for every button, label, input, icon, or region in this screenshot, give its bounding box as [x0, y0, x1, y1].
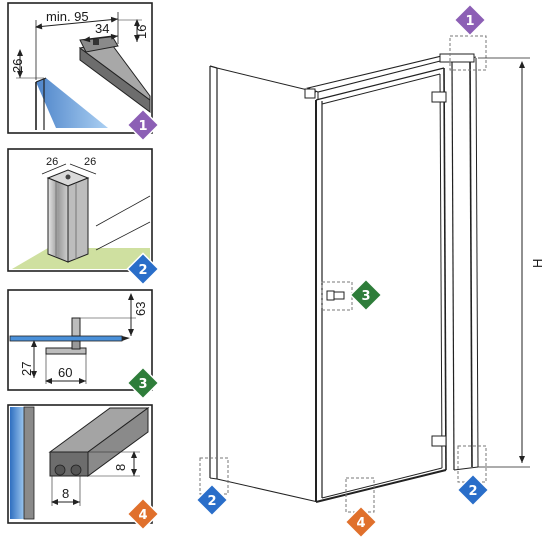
main-enclosure-drawing — [209, 53, 479, 503]
seal-profile-drawing — [48, 407, 150, 477]
height-label: H — [530, 259, 545, 268]
main-badge-1: 1 — [453, 3, 487, 37]
dim-16: 16 — [134, 25, 149, 39]
svg-text:4: 4 — [138, 508, 147, 523]
svg-text:3: 3 — [361, 289, 370, 304]
svg-text:2: 2 — [138, 263, 147, 278]
svg-text:1: 1 — [465, 14, 474, 29]
badge-3: 3 — [126, 366, 160, 400]
dim-min-95: min. 95 — [46, 9, 89, 24]
floor-plane — [12, 248, 150, 269]
svg-text:3: 3 — [138, 377, 147, 392]
main-badge-2-right: 2 — [456, 473, 490, 507]
detail-1-panel: min. 95 34 16 26 1 — [7, 2, 160, 142]
svg-text:2: 2 — [468, 484, 477, 499]
svg-text:2: 2 — [207, 494, 216, 509]
dim-34: 34 — [95, 21, 109, 36]
corner-profile-drawing — [46, 169, 90, 263]
stabilizer-bar-drawing — [78, 35, 151, 113]
callout-1 — [449, 35, 487, 71]
glass-side — [10, 407, 24, 519]
callout-3 — [321, 281, 353, 311]
svg-text:4: 4 — [356, 516, 365, 531]
dim-26-left: 26 — [46, 156, 58, 168]
dim-26-right: 26 — [84, 156, 96, 168]
glass-panel-drawing — [35, 77, 108, 130]
knob-drawing — [45, 317, 87, 355]
main-badge-4: 4 — [344, 505, 378, 539]
dim-63: 63 — [133, 302, 148, 316]
detail-3-panel: 63 27 60 3 — [7, 289, 160, 400]
detail-2-panel: 26 26 2 — [7, 148, 160, 286]
badge-4: 4 — [126, 497, 160, 531]
badge-2: 2 — [126, 252, 160, 286]
height-dimension: H — [478, 57, 545, 468]
glass-edge — [9, 335, 123, 342]
dim-26-side: 26 — [10, 59, 25, 73]
dim-60: 60 — [58, 365, 72, 380]
detail-4-panel: 8 8 4 — [7, 404, 160, 531]
svg-text:1: 1 — [138, 119, 147, 134]
dim-8-horizontal: 8 — [62, 486, 69, 501]
main-badge-2-left: 2 — [195, 483, 229, 517]
main-badge-3: 3 — [349, 278, 383, 312]
dim-8-vertical: 8 — [113, 464, 128, 471]
dim-27: 27 — [19, 362, 34, 376]
badge-1: 1 — [126, 108, 160, 142]
